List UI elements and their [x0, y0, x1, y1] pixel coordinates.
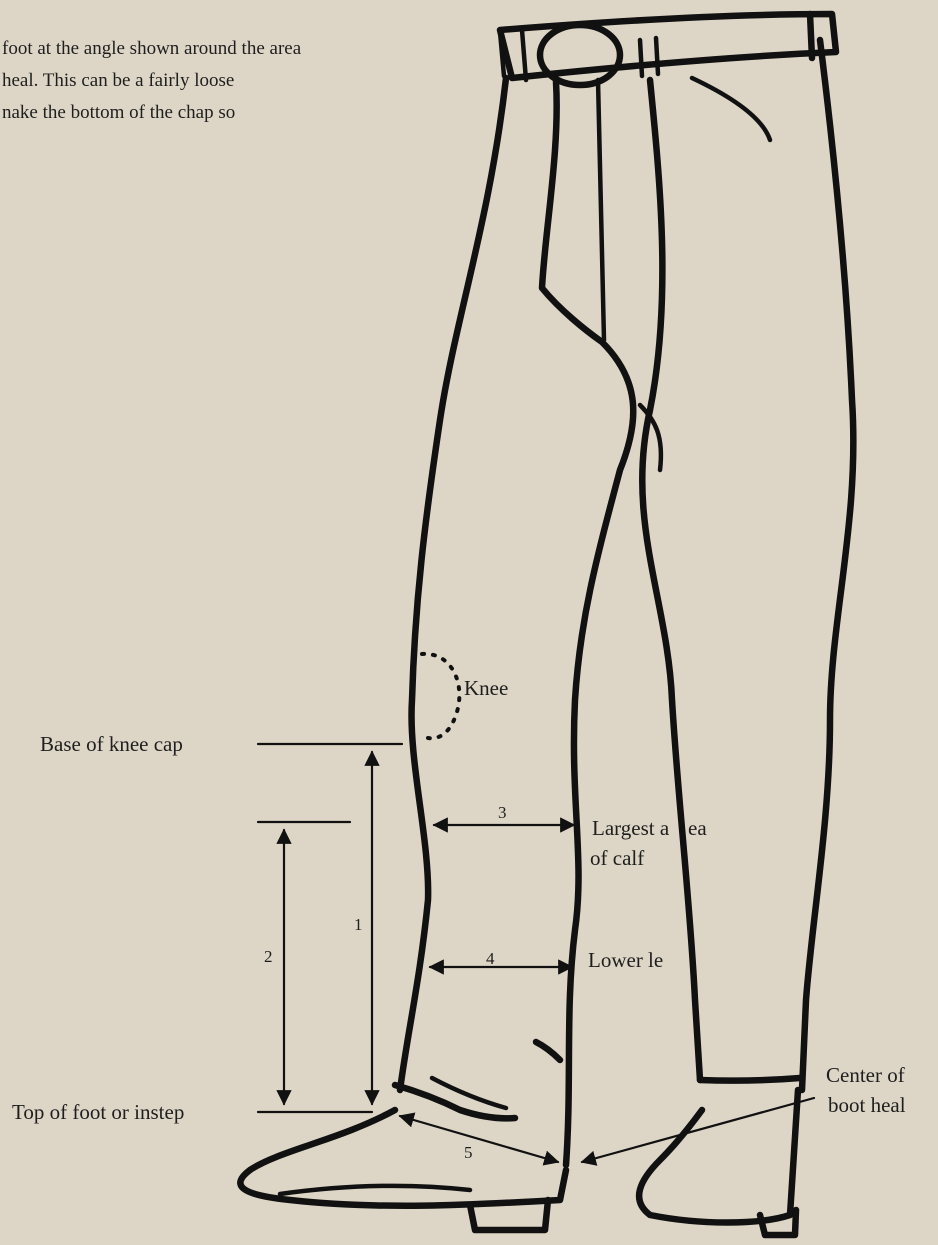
center-of-label-line-2: boot heal — [828, 1093, 906, 1117]
belt-illustration — [500, 14, 836, 85]
measurement-2: 2 — [264, 830, 284, 1104]
center-of-boot-heal-label: Center of boot heal — [826, 1063, 906, 1117]
measurement-2-number: 2 — [264, 947, 273, 966]
measurement-5: 5 — [400, 1116, 558, 1162]
intro-line-1: foot at the angle shown around the area — [2, 38, 302, 59]
measurement-4: 4 — [430, 949, 572, 968]
boots-illustration — [240, 1042, 800, 1235]
measurement-4-number: 4 — [486, 949, 495, 968]
center-of-label-line-1: Center of — [826, 1063, 905, 1087]
belt-buckle-icon — [540, 25, 620, 85]
intro-line-3: nake the bottom of the chap so — [2, 102, 235, 123]
knee-marker: Knee — [422, 654, 508, 738]
intro-line-2: heal. This can be a fairly loose — [2, 70, 234, 91]
top-of-foot-label: Top of foot or instep — [12, 1100, 184, 1124]
largest-area-label-line-1-end: ea — [688, 816, 707, 840]
base-of-knee-cap-label: Base of knee cap — [40, 732, 183, 756]
reference-lines — [258, 744, 402, 1112]
boot-heal-pointer — [582, 1098, 814, 1162]
largest-area-label-line-2: of calf — [590, 846, 644, 870]
left-leg-outline — [400, 78, 633, 1165]
measurement-3-number: 3 — [498, 803, 507, 822]
lower-leg-label: Lower le — [588, 948, 663, 972]
measurement-1-number: 1 — [354, 915, 363, 934]
measurement-5-number: 5 — [464, 1143, 473, 1162]
measurement-1: 1 — [354, 752, 372, 1104]
intro-paragraph: foot at the angle shown around the area … — [2, 38, 302, 123]
largest-area-label: Largest a ea of calf — [590, 816, 707, 870]
largest-area-label-line-1: Largest a — [592, 816, 670, 840]
right-leg-outline — [640, 40, 853, 1090]
knee-label: Knee — [464, 676, 508, 700]
measurement-3: 3 — [434, 803, 574, 825]
